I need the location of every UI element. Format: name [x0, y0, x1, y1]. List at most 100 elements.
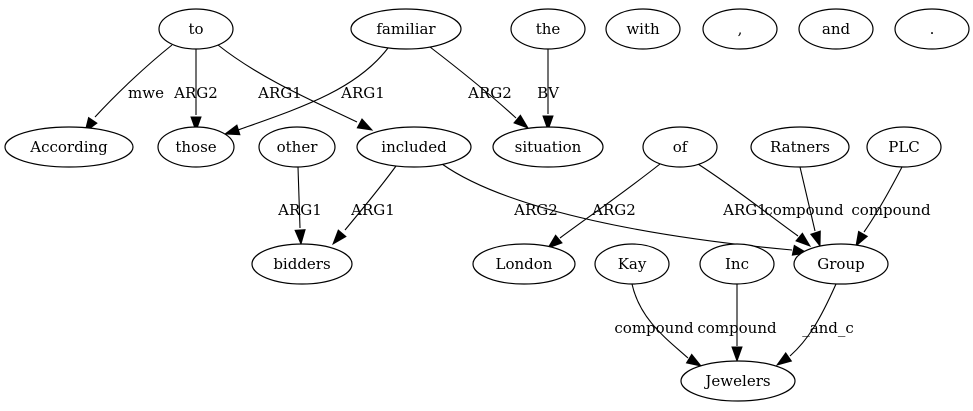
- arrowhead: [223, 124, 241, 136]
- edge-line: [863, 166, 903, 233]
- node-ellipse: [356, 126, 472, 168]
- edge-label: _and_c: [802, 319, 854, 337]
- node-period: .: [894, 8, 970, 50]
- node-those: those: [157, 126, 235, 168]
- node-label: Ratners: [770, 138, 830, 156]
- node-ellipse: [750, 126, 850, 168]
- node-label: London: [496, 255, 553, 273]
- node-label: PLC: [888, 138, 920, 156]
- edge-familiar-those: ARG1: [223, 47, 389, 136]
- edge-line: [429, 46, 517, 119]
- edge-line: [344, 165, 397, 231]
- node-familiar: familiar: [350, 8, 462, 50]
- node-other: other: [258, 126, 336, 168]
- edge-line: [697, 163, 799, 237]
- node-label: Inc: [725, 255, 749, 273]
- node-label: those: [175, 138, 216, 156]
- node-ellipse: [350, 8, 462, 50]
- edge-line: [789, 283, 837, 357]
- edge-kay-jewelers: compound: [614, 283, 703, 367]
- node-label: Kay: [618, 255, 647, 273]
- edge-label: ARG2: [591, 201, 636, 219]
- arrowhead: [190, 116, 202, 133]
- edge-line: [559, 163, 661, 239]
- node-ellipse: [699, 243, 775, 285]
- edge-included-bidders: ARG1: [332, 165, 397, 246]
- arrowhead: [546, 234, 563, 249]
- edge-of-group: ARG1: [697, 163, 812, 247]
- edge-label: ARG2: [513, 201, 558, 219]
- node-ellipse: [251, 243, 353, 285]
- node-ellipse: [510, 8, 586, 50]
- edge-label: ARG2: [467, 84, 512, 102]
- arrowhead: [356, 118, 374, 131]
- arrowhead: [685, 353, 703, 367]
- edge-line: [237, 47, 389, 131]
- node-ellipse: [258, 126, 336, 168]
- node-ellipse: [605, 8, 681, 50]
- node-situation: situation: [492, 126, 604, 168]
- arrowhead: [294, 229, 306, 246]
- node-included: included: [356, 126, 472, 168]
- node-label: Group: [817, 255, 864, 273]
- node-ellipse: [866, 126, 942, 168]
- edge-label: BV: [537, 84, 560, 102]
- node-the: the: [510, 8, 586, 50]
- edge-line: [799, 166, 816, 232]
- node-ratners: Ratners: [750, 126, 850, 168]
- node-label: familiar: [376, 20, 436, 38]
- edge-line: [94, 44, 173, 118]
- node-label: .: [930, 20, 935, 38]
- edge-plc-group: compound: [851, 166, 931, 248]
- node-ellipse: [798, 8, 874, 50]
- node-according: According: [4, 126, 134, 168]
- node-label: with: [626, 20, 660, 38]
- arrowhead: [795, 232, 812, 247]
- node-kay: Kay: [594, 243, 670, 285]
- node-with: with: [605, 8, 681, 50]
- node-ellipse: [642, 126, 718, 168]
- edge-label: ARG1: [722, 201, 767, 219]
- edge-label: ARG2: [173, 84, 218, 102]
- edge-label: compound: [851, 201, 931, 219]
- node-ellipse: [492, 126, 604, 168]
- edge-line: [217, 44, 358, 123]
- edge-label: ARG1: [340, 84, 385, 102]
- node-and: and: [798, 8, 874, 50]
- edge-of-london: ARG2: [546, 163, 661, 249]
- edge-other-bidders: ARG1: [277, 166, 322, 246]
- node-ellipse: [158, 8, 234, 50]
- edge-familiar-situation: ARG2: [429, 46, 530, 129]
- node-label: bidders: [273, 255, 330, 273]
- node-ellipse: [680, 360, 796, 402]
- node-label: of: [673, 138, 689, 156]
- arrowhead: [513, 114, 530, 129]
- node-ellipse: [4, 126, 134, 168]
- arrowhead: [731, 346, 743, 363]
- edge-label: compound: [697, 319, 777, 337]
- arrowhead: [809, 230, 821, 248]
- edge-label: ARG1: [277, 201, 322, 219]
- node-ellipse: [702, 8, 778, 50]
- node-label: the: [536, 20, 561, 38]
- edge-label: compound: [764, 201, 844, 219]
- node-ellipse: [157, 126, 235, 168]
- node-label: to: [188, 20, 203, 38]
- node-label: situation: [515, 138, 582, 156]
- node-label: Jewelers: [703, 372, 770, 390]
- node-plc: PLC: [866, 126, 942, 168]
- edge-to-included: ARG1: [217, 44, 374, 131]
- node-bidders: bidders: [251, 243, 353, 285]
- node-of: of: [642, 126, 718, 168]
- edge-to-those: ARG2: [173, 49, 218, 133]
- edge-label: compound: [614, 319, 694, 337]
- edge-to-according: mwe: [84, 44, 173, 134]
- node-ellipse: [793, 243, 889, 285]
- node-label: According: [29, 138, 108, 156]
- edge-label: ARG1: [350, 201, 395, 219]
- node-london: London: [472, 243, 576, 285]
- arrowhead: [775, 352, 793, 366]
- arrowhead: [542, 115, 554, 132]
- arrowhead: [332, 229, 347, 246]
